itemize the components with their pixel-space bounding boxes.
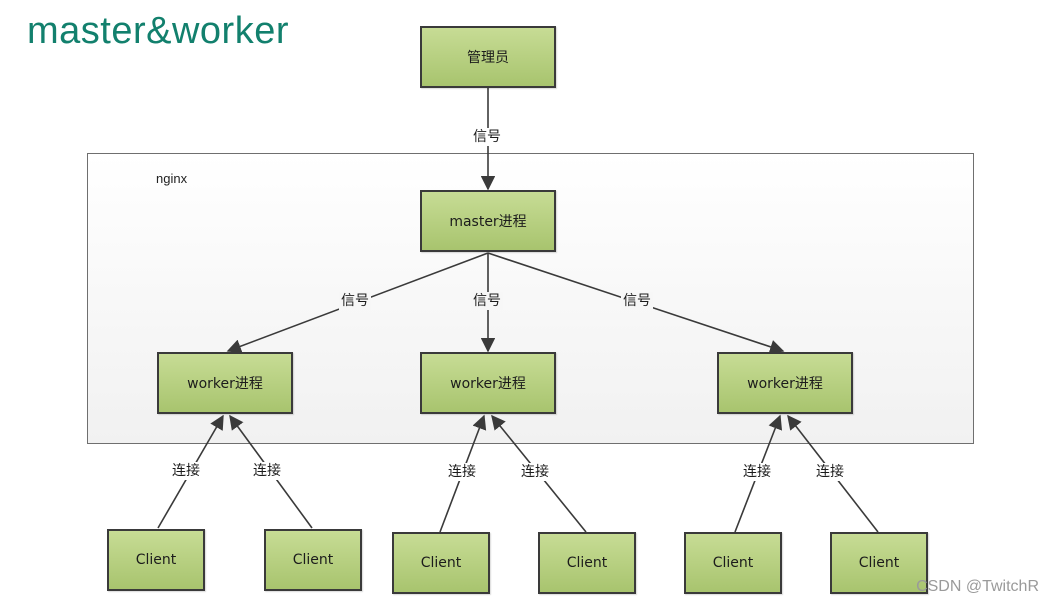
- master-process-node: master进程: [420, 190, 556, 252]
- edge-label-master-worker1: 信号: [339, 292, 371, 310]
- worker-process-node-1: worker进程: [157, 352, 293, 414]
- edge-label-client1-worker1: 连接: [170, 462, 202, 480]
- client-node-6: Client: [830, 532, 928, 594]
- client-node-3: Client: [392, 532, 490, 594]
- edge-label-master-worker3: 信号: [621, 292, 653, 310]
- edge-label-master-worker2: 信号: [471, 292, 503, 310]
- client-node-5: Client: [684, 532, 782, 594]
- client-node-2: Client: [264, 529, 362, 591]
- diagram-title: master&worker: [27, 10, 289, 52]
- edge-label-client4-worker2: 连接: [519, 463, 551, 481]
- watermark: CSDN @TwitchR: [916, 578, 1039, 595]
- edge-label-admin-master: 信号: [471, 128, 503, 146]
- client-node-1: Client: [107, 529, 205, 591]
- edge-label-client2-worker1: 连接: [251, 462, 283, 480]
- admin-node: 管理员: [420, 26, 556, 88]
- nginx-container-label: nginx: [156, 171, 188, 186]
- client-node-4: Client: [538, 532, 636, 594]
- worker-process-node-2: worker进程: [420, 352, 556, 414]
- edge-label-client3-worker2: 连接: [446, 463, 478, 481]
- edge-label-client6-worker3: 连接: [814, 463, 846, 481]
- worker-process-node-3: worker进程: [717, 352, 853, 414]
- edge-label-client5-worker3: 连接: [741, 463, 773, 481]
